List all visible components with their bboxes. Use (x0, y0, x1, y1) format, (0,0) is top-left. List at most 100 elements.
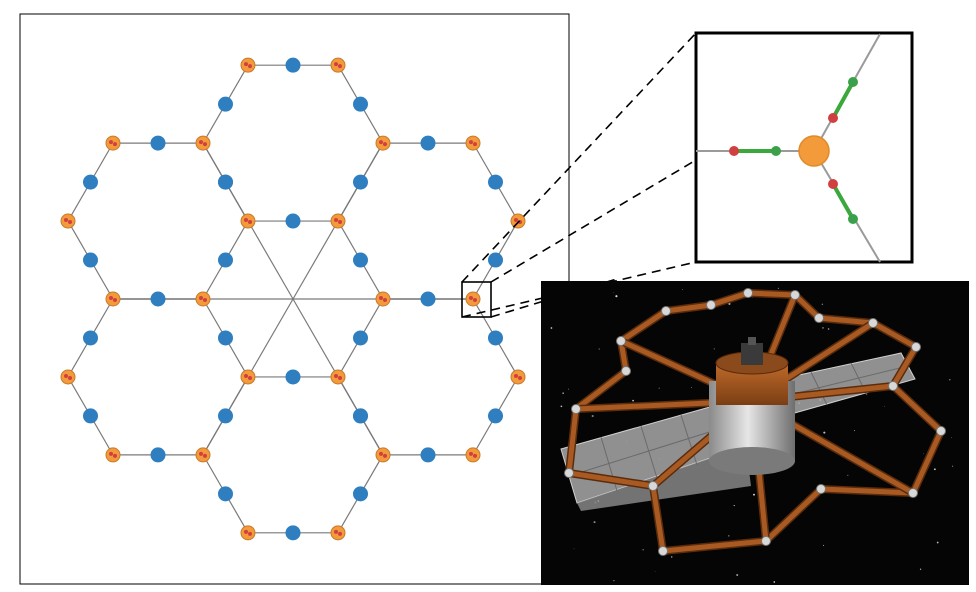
truss-strut (660, 538, 769, 554)
truss-strut (566, 406, 579, 476)
blue-node (150, 447, 166, 463)
junction-red-marker (473, 298, 477, 302)
junction-red-marker (383, 453, 387, 458)
truss-strut (818, 486, 916, 496)
junction-red-marker (64, 218, 68, 223)
green-joint-marker (771, 146, 781, 156)
truss-strut (890, 383, 944, 434)
truss-joint (616, 336, 626, 346)
orange-junction-node (330, 57, 346, 73)
truss-joint (908, 488, 918, 498)
star (658, 387, 660, 389)
orange-junction-node (60, 213, 76, 229)
junction-node (798, 135, 830, 167)
orange-junction-node (240, 525, 256, 541)
blue-node (218, 408, 233, 424)
truss-strut (910, 428, 944, 496)
junction-red-marker (203, 298, 207, 302)
junction-red-marker (469, 140, 473, 145)
orange-junction-node (375, 447, 391, 463)
blue-node (150, 291, 166, 307)
star (821, 303, 824, 305)
junction-red-marker (244, 218, 248, 223)
star (560, 405, 563, 408)
space-station-render (541, 281, 969, 585)
hexagonal-truss-ring (565, 289, 945, 555)
junction-red-marker (473, 453, 477, 458)
orange-junction-node (510, 369, 526, 385)
blue-node (150, 135, 166, 151)
star (615, 295, 618, 298)
star (777, 287, 779, 289)
blue-node (420, 447, 436, 463)
star (823, 544, 825, 546)
junction-red-marker (469, 451, 473, 456)
blue-node (488, 252, 503, 268)
truss-joint (790, 290, 800, 300)
junction-red-marker (383, 142, 387, 147)
junction-red-marker (473, 142, 477, 147)
green-joint-marker (848, 77, 858, 87)
truss-strut (566, 470, 656, 489)
blue-node (353, 252, 368, 268)
junction-red-marker (379, 296, 383, 300)
star (593, 521, 596, 524)
star (952, 465, 954, 467)
star (682, 289, 683, 290)
star (728, 535, 730, 537)
orange-junction-node (465, 447, 481, 463)
star (753, 493, 755, 496)
star (951, 437, 952, 438)
blue-node (353, 408, 368, 424)
truss-strut (792, 292, 822, 321)
blue-node (353, 96, 368, 112)
orange-junction-node (195, 291, 211, 307)
junction-red-marker (109, 451, 113, 456)
hexagonal-lattice-graph (60, 57, 526, 541)
star (853, 430, 855, 432)
truss-joint (814, 313, 824, 323)
blue-node (218, 174, 233, 190)
red-joint-marker (729, 146, 739, 156)
truss-joint (658, 546, 668, 556)
blue-node (285, 525, 301, 541)
junction-red-marker (334, 62, 338, 67)
blue-node (218, 486, 233, 502)
star (598, 348, 600, 350)
truss-joint (706, 300, 716, 310)
junction-red-marker (334, 373, 338, 378)
orange-junction-node (240, 213, 256, 229)
blue-node (420, 135, 436, 151)
star (612, 292, 614, 293)
truss-strut (816, 315, 876, 326)
junction-red-marker (244, 529, 248, 534)
junction-red-marker (383, 298, 387, 302)
orange-junction-node (330, 213, 346, 229)
junction-red-marker (338, 375, 342, 380)
junction-red-marker (244, 373, 248, 378)
junction-red-marker (334, 218, 338, 223)
star (591, 414, 594, 418)
truss-strut (618, 338, 629, 374)
truss-joint (621, 366, 631, 376)
star (550, 327, 553, 329)
junction-red-marker (514, 218, 518, 223)
blue-node (488, 174, 503, 190)
star (919, 568, 922, 570)
junction-red-marker (379, 140, 383, 145)
junction-red-marker (203, 142, 207, 147)
junction-red-marker (514, 373, 518, 378)
junction-red-marker (113, 142, 117, 147)
star (573, 548, 575, 550)
junction-red-marker (248, 64, 252, 69)
orange-junction-node (60, 369, 76, 385)
junction-red-marker (203, 453, 207, 458)
truss-strut (708, 290, 751, 308)
blue-node (285, 213, 301, 229)
truss-joint (816, 484, 826, 494)
orange-junction-node (375, 291, 391, 307)
star (949, 379, 951, 381)
truss-joint (648, 481, 658, 491)
truss-joint (571, 404, 581, 414)
